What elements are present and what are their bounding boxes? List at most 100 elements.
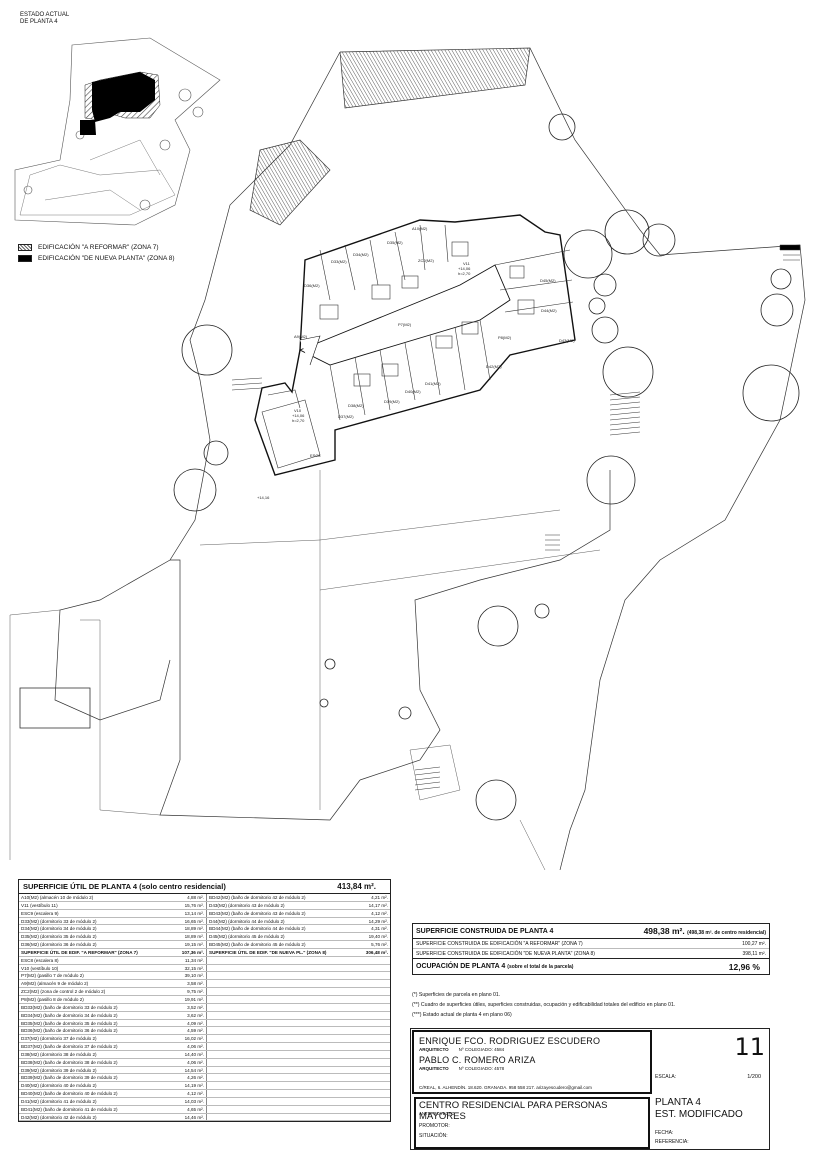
- table-cell: BD34(M2) (baño de dormitorio 34 de módul…: [19, 1011, 207, 1019]
- table-cell: [207, 1012, 390, 1019]
- table-row: D41(M2) (dormitorio 41 de módulo 2)14,03…: [19, 1097, 390, 1106]
- surface-built-header: SUPERFICIE CONSTRUIDA DE PLANTA 4 498,38…: [413, 924, 769, 939]
- hatch-swatch-icon: [18, 244, 32, 251]
- label-d42: D42(M2): [486, 364, 502, 369]
- table-row: D37(M2) (dormitorio 37 de módulo 2)16,02…: [19, 1035, 390, 1044]
- notes: (*) Superficies de parcela en plano 01. …: [412, 990, 772, 1020]
- table-cell: SUPERFICIE ÚTIL DE EDIF. "A REFORMAR" (Z…: [19, 948, 207, 956]
- project-box: CENTRO RESIDENCIAL PARA PERSONAS MAYORES…: [414, 1097, 650, 1149]
- table-row: BD41(M2) (baño de dormitorio 41 de módul…: [19, 1105, 390, 1114]
- label-d37: D37(M2): [338, 414, 354, 419]
- table-cell: [207, 965, 390, 972]
- building-rooms: [261, 224, 574, 469]
- table-cell: BD43(M2) (baño de dormitorio 43 de módul…: [209, 910, 388, 916]
- table-row: BD37(M2) (baño de dormitorio 37 de módul…: [19, 1043, 390, 1051]
- table-row: D39(M2) (dormitorio 39 de módulo 2)14,54…: [19, 1066, 390, 1075]
- table-cell: BD42(M2) (baño de dormitorio 42 de módul…: [209, 895, 388, 900]
- promotor-label: PROMOTOR:: [419, 1123, 450, 1129]
- label-v10-level: +14,06: [292, 413, 305, 418]
- table-row: SUPERFICIE ÚTIL DE EDIF. "A REFORMAR" (Z…: [19, 948, 390, 957]
- label-d35: D35(M2): [387, 240, 403, 245]
- site-trees: [173, 113, 800, 821]
- table-cell: BD44(M2) (baño de dormitorio 44 de módul…: [209, 926, 388, 932]
- keymap: [14, 37, 221, 226]
- note-item: (**) Cuadro de superficies útiles, super…: [412, 1002, 676, 1008]
- table-cell: BD37(M2) (baño de dormitorio 37 de módul…: [19, 1043, 207, 1050]
- project-title: CENTRO RESIDENCIAL PARA PERSONAS MAYORES: [419, 1100, 608, 1122]
- table-cell: ESC9 (escalera 9)13,14 m².: [19, 909, 207, 917]
- table-cell: A10(M2) (almacén 10 de módulo 2)4,88 m².: [19, 894, 207, 901]
- label-v10-h: h=2,70: [292, 418, 305, 423]
- reference-label: REFERENCIA:: [655, 1139, 689, 1145]
- table-cell: [207, 1059, 390, 1066]
- label-d44: D44(M2): [541, 308, 557, 313]
- keymap-buildings: [80, 71, 161, 135]
- project-subtitle: ANTEPROYECTO: [419, 1111, 455, 1116]
- table-cell: D44(M2) (dormitorio 44 de módulo 2)14,29…: [209, 918, 388, 924]
- table-cell: [207, 988, 390, 995]
- table-cell: [207, 957, 390, 964]
- label-d34: D34(M2): [353, 252, 369, 257]
- legend-item-reformar: EDIFICACIÓN "A REFORMAR" (ZONA 7): [18, 242, 175, 253]
- table-cell: BD40(M2) (baño de dormitorio 40 de módul…: [19, 1090, 207, 1097]
- table-row: D42(M2) (dormitorio 42 de módulo 2)14,46…: [19, 1113, 390, 1122]
- table-row: ESC8 (escalera 8)11,34 m².: [19, 956, 390, 965]
- table-row: A10(M2) (almacén 10 de módulo 2)4,88 m².…: [19, 894, 390, 902]
- label-d45: D45(M2): [540, 278, 556, 283]
- label-v11-level: +14,06: [458, 266, 471, 271]
- table-cell: D33(M2) (dormitorio 33 de módulo 2)16,65…: [19, 917, 207, 925]
- note-item: (***) Estado actual de planta 4 en plano…: [412, 1012, 512, 1018]
- label-v10: V10: [294, 408, 302, 413]
- table-cell: BD41(M2) (baño de dormitorio 41 de módul…: [19, 1105, 207, 1113]
- table-cell: [207, 996, 390, 1003]
- table-cell: D38(M2) (dormitorio 38 de módulo 2)14,40…: [19, 1050, 207, 1058]
- table-row: BD35(M2) (baño de dormitorio 35 de módul…: [19, 1019, 390, 1028]
- studio-address: C/REAL, 6. ALHENDÍN. 18.620. GRANADA. 95…: [419, 1085, 592, 1090]
- table-cell: V10 (vestíbulo 10)32,15 m².: [19, 964, 207, 972]
- table-cell: BD45(M2) (baño de dormitorio 45 de módul…: [209, 942, 388, 948]
- occupancy-row: OCUPACIÓN DE PLANTA 4 (sobre el total de…: [416, 961, 760, 972]
- solid-swatch-icon: [18, 255, 32, 262]
- table-cell: BD35(M2) (baño de dormitorio 35 de módul…: [19, 1019, 207, 1027]
- table-row: ESC9 (escalera 9)13,14 m².BD43(M2) (baño…: [19, 909, 390, 918]
- plan-legend: EDIFICACIÓN "A REFORMAR" (ZONA 7) EDIFIC…: [18, 242, 175, 264]
- table-row: SUPERFICIE CONSTRUIDA DE EDIFICACIÓN "DE…: [413, 949, 769, 959]
- table-row: BD39(M2) (baño de dormitorio 39 de módul…: [19, 1074, 390, 1083]
- table-cell: D42(M2) (dormitorio 42 de módulo 2)14,46…: [19, 1113, 207, 1121]
- table-cell: [207, 1051, 390, 1058]
- sheet-number: 11: [734, 1033, 765, 1061]
- label-d36: D36(M2): [304, 283, 320, 288]
- table-row: BD38(M2) (baño de dormitorio 38 de módul…: [19, 1058, 390, 1067]
- table-cell: [207, 1082, 390, 1089]
- table-cell: D41(M2) (dormitorio 41 de módulo 2)14,03…: [19, 1097, 207, 1105]
- surface-util-rows: A10(M2) (almacén 10 de módulo 2)4,88 m².…: [19, 894, 390, 1122]
- table-cell: D40(M2) (dormitorio 40 de módulo 2)14,19…: [19, 1082, 207, 1090]
- table-row: D35(M2) (dormitorio 35 de módulo 2)18,89…: [19, 933, 390, 942]
- legend-item-nueva: EDIFICACIÓN "DE NUEVA PLANTA" (ZONA 8): [18, 253, 175, 264]
- table-row: D36(M2) (dormitorio 36 de módulo 2)19,15…: [19, 941, 390, 949]
- architects-box: ENRIQUE FCO. RODRIGUEZ ESCUDERO ARQUITEC…: [412, 1030, 652, 1094]
- table-cell: ESC8 (escalera 8)11,34 m².: [19, 956, 207, 964]
- label-a10: A10(M2): [412, 226, 428, 231]
- table-row: BD40(M2) (baño de dormitorio 40 de módul…: [19, 1090, 390, 1098]
- table-cell: [207, 972, 390, 979]
- table-cell: ZC2(M2) (zona de control 2 de módulo 2)9…: [19, 988, 207, 995]
- label-p8: P8(M2): [498, 335, 512, 340]
- table-cell: D34(M2) (dormitorio 34 de módulo 2)18,89…: [19, 925, 207, 933]
- surface-built-table: SUPERFICIE CONSTRUIDA DE PLANTA 4 498,38…: [412, 923, 770, 975]
- label-level-outer: +14,16: [257, 495, 270, 500]
- table-cell: [207, 1004, 390, 1011]
- label-v11: V11: [463, 261, 471, 266]
- scale-label: ESCALA:: [655, 1074, 677, 1080]
- table-cell: [207, 1106, 390, 1113]
- label-d41: D41(M2): [425, 381, 441, 386]
- table-row: BD36(M2) (baño de dormitorio 36 de módul…: [19, 1027, 390, 1036]
- table-cell: D43(M2) (dormitorio 43 de módulo 2)14,17…: [209, 902, 388, 908]
- table-cell: BD39(M2) (baño de dormitorio 39 de módul…: [19, 1074, 207, 1082]
- table-cell: D35(M2) (dormitorio 35 de módulo 2)18,89…: [19, 933, 207, 941]
- table-row: D34(M2) (dormitorio 34 de módulo 2)18,89…: [19, 925, 390, 934]
- table-row: D33(M2) (dormitorio 33 de módulo 2)16,65…: [19, 917, 390, 926]
- label-d43: D43(M2): [559, 338, 575, 343]
- table-cell: D37(M2) (dormitorio 37 de módulo 2)16,02…: [19, 1035, 207, 1043]
